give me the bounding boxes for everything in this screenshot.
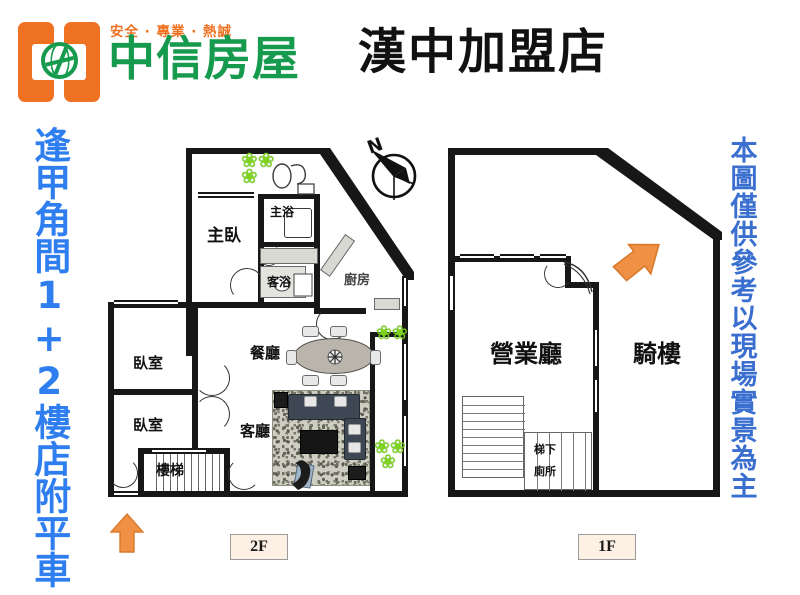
room-label-kitchen: 廚房 xyxy=(344,273,371,288)
entry-arrow-1f-icon xyxy=(612,240,664,288)
brand-logo: 安全 · 專業 · 熱誠 中信房屋 xyxy=(18,18,318,108)
compass-icon: N xyxy=(358,134,420,204)
globe-icon xyxy=(41,42,78,79)
logo-mark-icon xyxy=(18,22,100,102)
left-headline-vertical: 逢甲角間1+2樓店附平車 xyxy=(27,126,71,588)
floor-tag-1f: 1F xyxy=(578,534,636,560)
room-label-arcade: 騎樓 xyxy=(633,340,681,368)
room-label-bedroom-2: 臥室 xyxy=(133,354,164,372)
room-label-master-bedroom: 主臥 xyxy=(207,226,241,246)
room-label-stairs: 樓梯 xyxy=(156,463,184,479)
plant-icon: ❀❀ ❀ xyxy=(374,436,406,474)
coffee-table xyxy=(300,430,338,454)
entry-arrow-2f-icon xyxy=(109,512,145,554)
stair-treads-1f xyxy=(462,396,525,478)
logo-company-name: 中信房屋 xyxy=(108,32,300,87)
floor-plan-2f: ❀❀❀ ❀❀ ❀❀ ❀ xyxy=(108,148,418,508)
logo-tagline: 安全 · 專業 · 熱誠 xyxy=(110,24,233,40)
room-label-business-hall: 營業廳 xyxy=(490,340,562,368)
room-label-master-bath: 主浴 xyxy=(270,205,295,219)
floor-plan-1f: 營業廳 騎樓 梯下 廁所 xyxy=(448,148,726,508)
room-label-living: 客廳 xyxy=(240,422,271,440)
stair-treads xyxy=(150,454,224,491)
page-title: 漢中加盟店 xyxy=(358,24,609,80)
floor-tag-2f: 2F xyxy=(230,534,288,560)
under-stair-wc xyxy=(524,432,592,491)
room-label-under-stair-wc-line2: 廁所 xyxy=(534,465,556,478)
room-label-under-stair-wc-line1: 梯下 xyxy=(534,443,556,456)
room-label-dining: 餐廳 xyxy=(250,344,281,362)
right-disclaimer-vertical: 本圖僅供參考以現場實景為主 xyxy=(725,136,757,500)
room-label-bedroom-3: 臥室 xyxy=(133,416,164,434)
plant-icon: ❀❀❀ xyxy=(241,148,275,188)
room-label-guest-bath: 客浴 xyxy=(267,275,292,289)
page-header: 安全 · 專業 · 熱誠 中信房屋 漢中加盟店 xyxy=(0,0,800,118)
svg-text:N: N xyxy=(365,134,386,159)
plant-icon: ❀❀ xyxy=(376,322,408,344)
